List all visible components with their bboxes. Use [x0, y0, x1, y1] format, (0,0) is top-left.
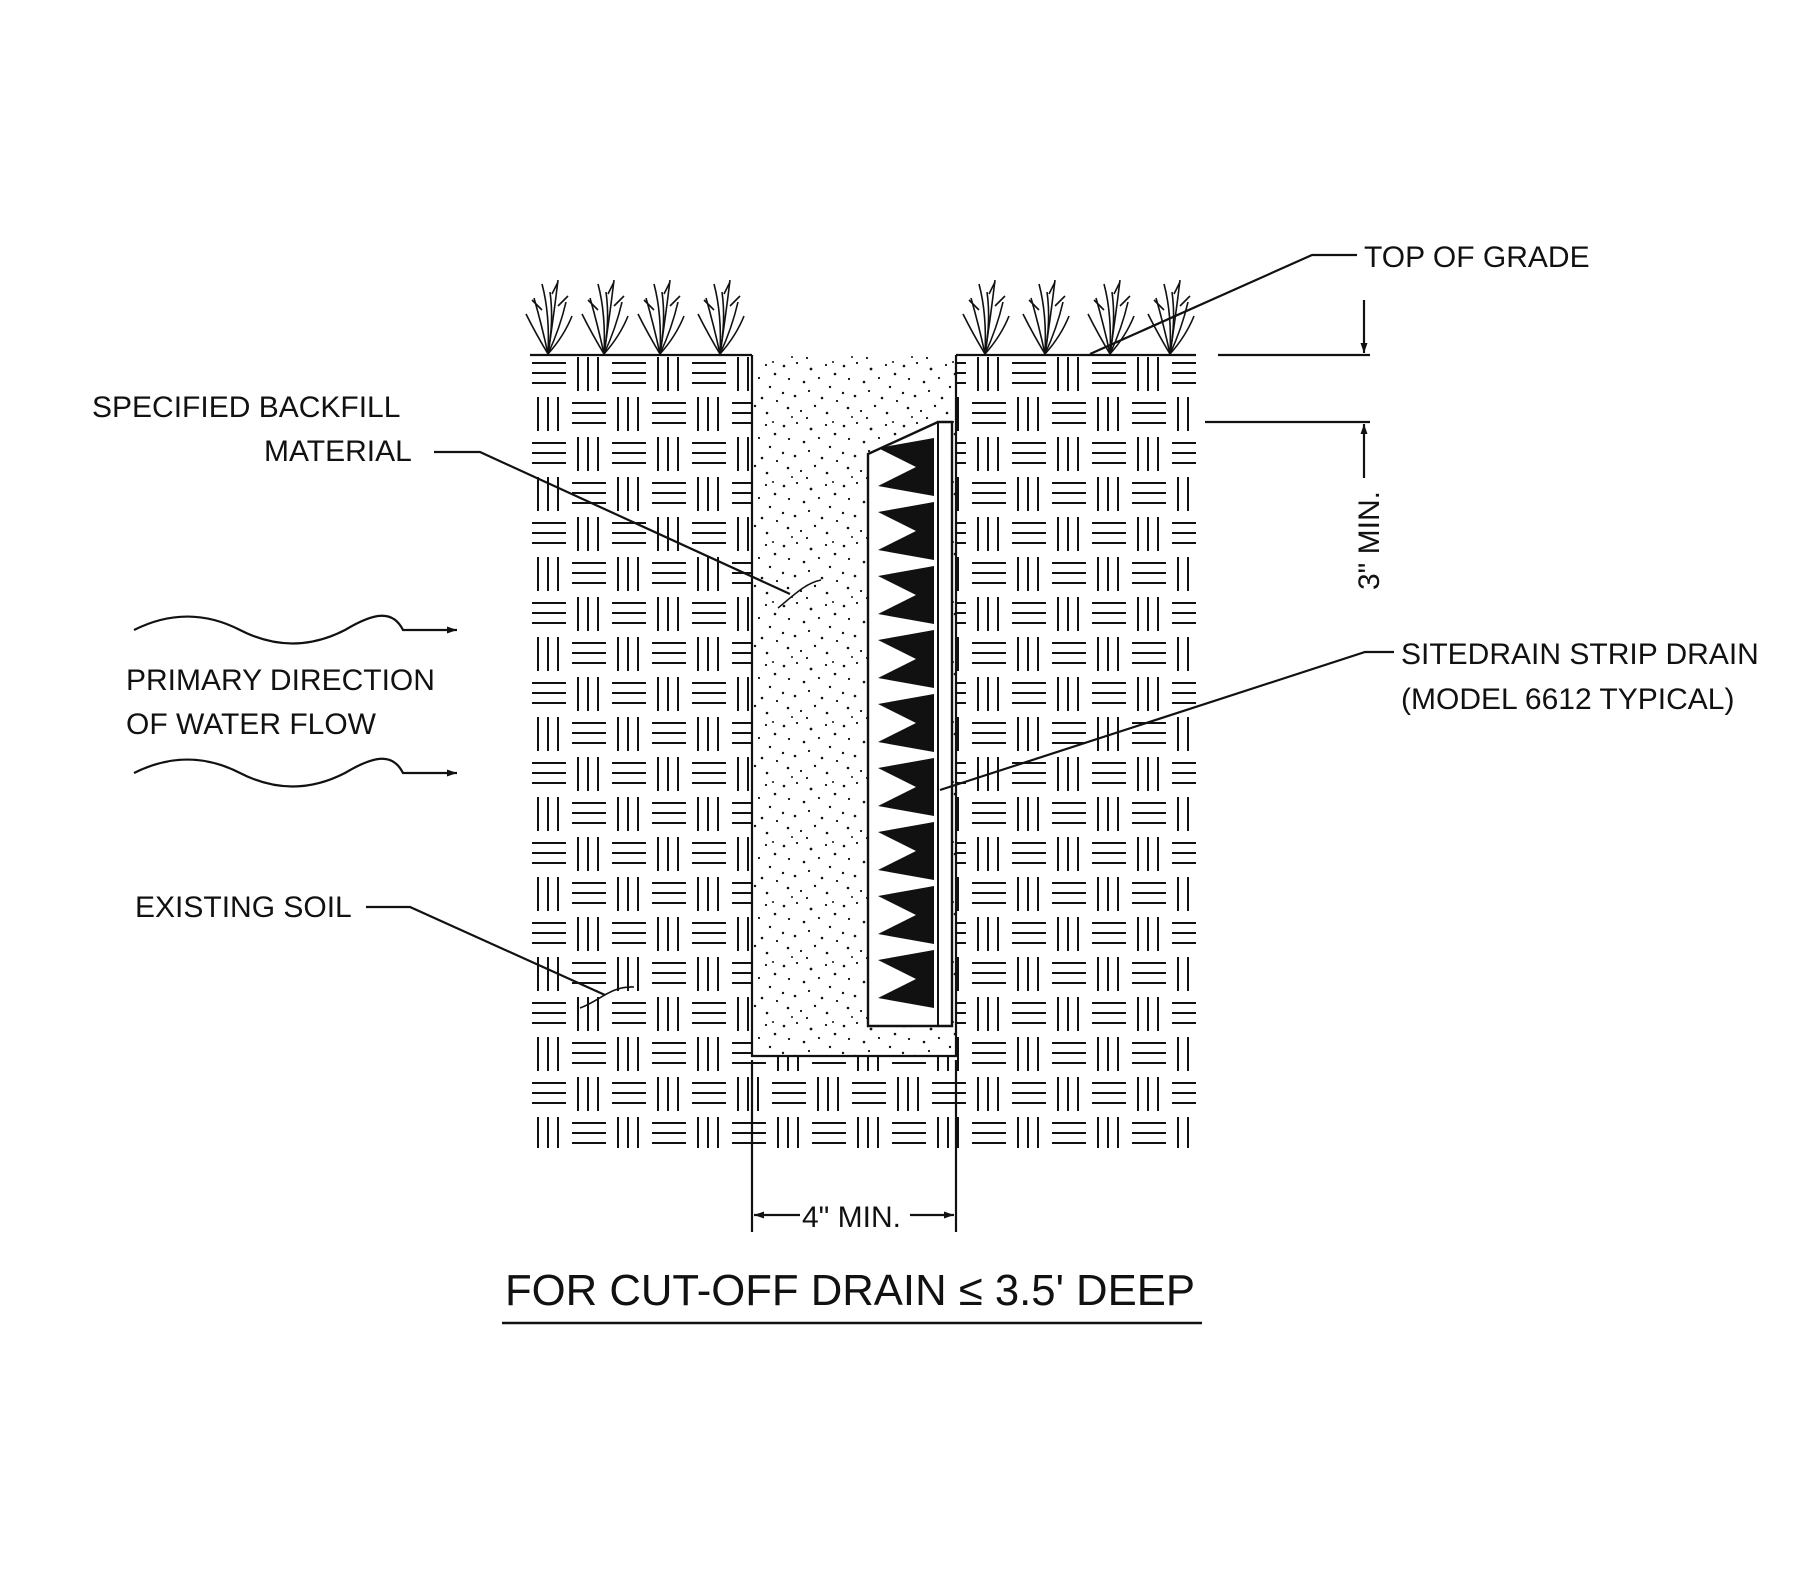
dimension-width-min-label: 4" MIN.	[802, 1201, 901, 1234]
grass-blade	[1163, 283, 1172, 355]
grass-blade	[719, 279, 731, 355]
grass-blade	[1038, 283, 1047, 355]
drain-dimple	[878, 438, 934, 496]
backfill-label-line2: MATERIAL	[264, 435, 412, 468]
strip-drain	[866, 420, 954, 1028]
grass-blade	[541, 283, 550, 355]
grass-twig	[1028, 281, 1066, 311]
grass-blade	[637, 313, 661, 355]
grass-blade	[719, 315, 745, 355]
grass-blade	[984, 315, 1010, 355]
flow-label-line1: PRIMARY DIRECTION	[126, 664, 435, 697]
dimension-top-min-label: 3" MIN.	[1353, 491, 1386, 590]
grass-blade	[984, 301, 1004, 355]
drain-dimple	[878, 886, 934, 944]
existing-soil-leader	[366, 905, 635, 1009]
grass-blade	[653, 283, 662, 355]
drawing-title: FOR CUT-OFF DRAIN ≤ 3.5' DEEP	[505, 1266, 1195, 1315]
backfill-label-line1: SPECIFIED BACKFILL	[92, 391, 400, 424]
grass-blade	[978, 283, 987, 355]
drain-dimple	[878, 630, 934, 688]
grass-blade	[581, 313, 605, 355]
grass-twig	[1153, 281, 1191, 311]
drain-dimple	[878, 694, 934, 752]
grass-blade	[1169, 301, 1189, 355]
grass-twig	[587, 281, 625, 311]
grass-blade	[1044, 315, 1070, 355]
grass-blade	[547, 279, 559, 355]
grass-twig	[643, 281, 681, 311]
existing-soil-label: EXISTING SOIL	[135, 891, 352, 924]
grass-blade	[547, 301, 567, 355]
grass-twig	[1093, 281, 1131, 311]
grass-blade	[1147, 313, 1171, 355]
drain-dimple	[878, 566, 934, 624]
grass-blade	[713, 283, 722, 355]
grass-blade	[597, 283, 606, 355]
water-flow-arrows	[133, 614, 457, 788]
grass-blade	[1109, 279, 1121, 355]
grass-left	[525, 279, 745, 355]
grass-blade	[1022, 313, 1046, 355]
grass-blade	[962, 313, 986, 355]
grass-blade	[603, 315, 629, 355]
grass-blade	[719, 301, 739, 355]
backfill-leader	[434, 450, 822, 609]
grass-twig	[703, 281, 741, 311]
grass-blade	[1044, 279, 1056, 355]
dimension-top-min	[1205, 300, 1370, 478]
sitedrain-label-line1: SITEDRAIN STRIP DRAIN	[1401, 638, 1759, 671]
grass-blade	[659, 279, 671, 355]
drain-dimple	[878, 758, 934, 816]
grass-blade	[1087, 313, 1111, 355]
grass-blade	[984, 279, 996, 355]
top-of-grade-label: TOP OF GRADE	[1364, 241, 1590, 274]
dimension-width-min	[750, 1060, 958, 1232]
grass-blade	[1109, 315, 1135, 355]
existing-soil-hatch	[530, 355, 1196, 1148]
grass-blade	[659, 315, 685, 355]
grass-blade	[1044, 301, 1064, 355]
grass-blade	[1169, 315, 1195, 355]
sitedrain-leader	[939, 650, 1394, 792]
top-of-grade-leader	[1089, 253, 1357, 356]
grass-blade	[1103, 283, 1112, 355]
drain-dimple	[878, 822, 934, 880]
sitedrain-label-line2: (MODEL 6612 TYPICAL)	[1401, 683, 1734, 716]
grass-blade	[525, 313, 549, 355]
grass-twig	[531, 281, 569, 311]
grass-twig	[968, 281, 1006, 311]
flow-label-line2: OF WATER FLOW	[126, 708, 377, 741]
grass-blade	[603, 301, 623, 355]
drain-dimple	[878, 950, 934, 1008]
grass-blade	[603, 279, 615, 355]
grass-right	[962, 279, 1195, 355]
grass-blade	[547, 315, 573, 355]
drain-dimple	[878, 502, 934, 560]
grass-blade	[1109, 301, 1129, 355]
grass-blade	[697, 313, 721, 355]
grass-blade	[659, 301, 679, 355]
